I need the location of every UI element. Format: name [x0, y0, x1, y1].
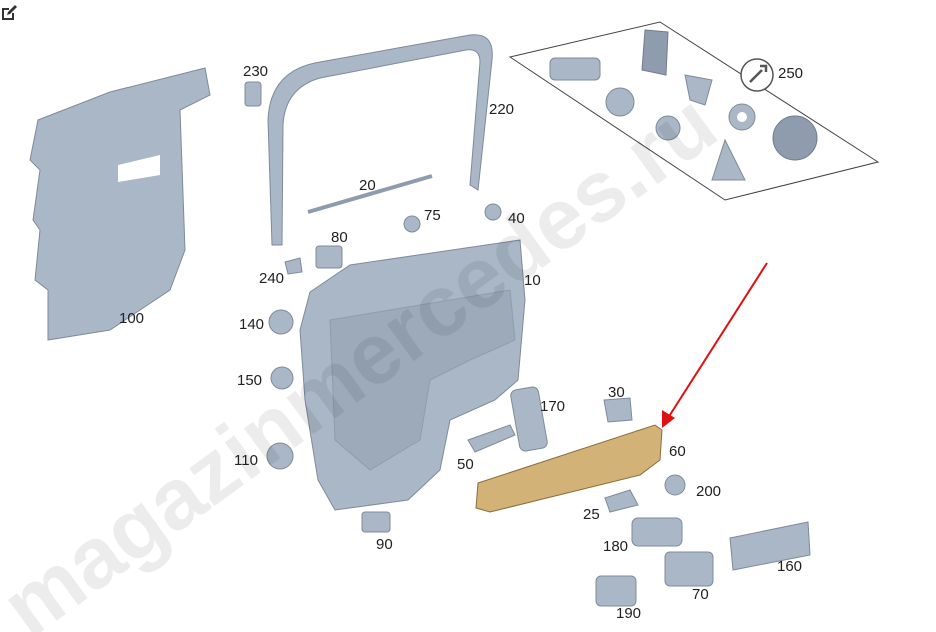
- callout-170[interactable]: 170: [540, 398, 565, 415]
- callout-200[interactable]: 200: [696, 483, 721, 500]
- part-50[interactable]: [467, 424, 516, 453]
- part-140[interactable]: [268, 309, 294, 335]
- part-200[interactable]: [664, 474, 686, 496]
- edit-icon[interactable]: [0, 4, 18, 22]
- callout-140[interactable]: 140: [239, 316, 264, 333]
- callout-70[interactable]: 70: [692, 586, 709, 603]
- part-100-insulation-panel[interactable]: [29, 67, 211, 341]
- part-30[interactable]: [603, 397, 633, 423]
- callout-40[interactable]: 40: [508, 210, 525, 227]
- callout-250[interactable]: 250: [778, 65, 803, 82]
- callout-180[interactable]: 180: [603, 538, 628, 555]
- part-90[interactable]: [361, 511, 391, 533]
- part-10-door-trim-panel[interactable]: [299, 239, 526, 511]
- callout-75[interactable]: 75: [424, 207, 441, 224]
- part-160[interactable]: [729, 521, 811, 571]
- part-190[interactable]: [595, 575, 637, 607]
- part-170[interactable]: [510, 386, 548, 452]
- part-230-clip[interactable]: [244, 81, 262, 107]
- callout-90[interactable]: 90: [376, 536, 393, 553]
- callout-220[interactable]: 220: [489, 101, 514, 118]
- callout-150[interactable]: 150: [237, 372, 262, 389]
- part-70[interactable]: [664, 551, 714, 587]
- callout-50[interactable]: 50: [457, 456, 474, 473]
- callout-160[interactable]: 160: [777, 558, 802, 575]
- callout-60[interactable]: 60: [669, 443, 686, 460]
- callout-240[interactable]: 240: [259, 270, 284, 287]
- part-20-rod[interactable]: [307, 174, 433, 214]
- callout-230[interactable]: 230: [243, 63, 268, 80]
- part-250-kit-box[interactable]: [508, 21, 880, 201]
- callout-80[interactable]: 80: [331, 229, 348, 246]
- callout-190[interactable]: 190: [616, 605, 641, 622]
- part-25[interactable]: [604, 489, 639, 513]
- part-240[interactable]: [284, 257, 303, 275]
- part-150[interactable]: [270, 366, 294, 390]
- part-40[interactable]: [484, 203, 502, 221]
- part-180[interactable]: [631, 517, 683, 547]
- callout-110[interactable]: 110: [234, 452, 258, 469]
- callout-100[interactable]: 100: [119, 310, 144, 327]
- part-110[interactable]: [266, 442, 294, 470]
- callout-25[interactable]: 25: [583, 506, 600, 523]
- part-80[interactable]: [315, 245, 343, 269]
- part-60-highlighted-bracket[interactable]: [475, 424, 663, 513]
- highlight-arrow: [667, 262, 768, 419]
- callout-30[interactable]: 30: [608, 384, 625, 401]
- callout-20[interactable]: 20: [359, 177, 376, 194]
- part-220-window-frame[interactable]: [267, 34, 493, 246]
- part-75[interactable]: [403, 215, 421, 233]
- callout-10[interactable]: 10: [524, 272, 541, 289]
